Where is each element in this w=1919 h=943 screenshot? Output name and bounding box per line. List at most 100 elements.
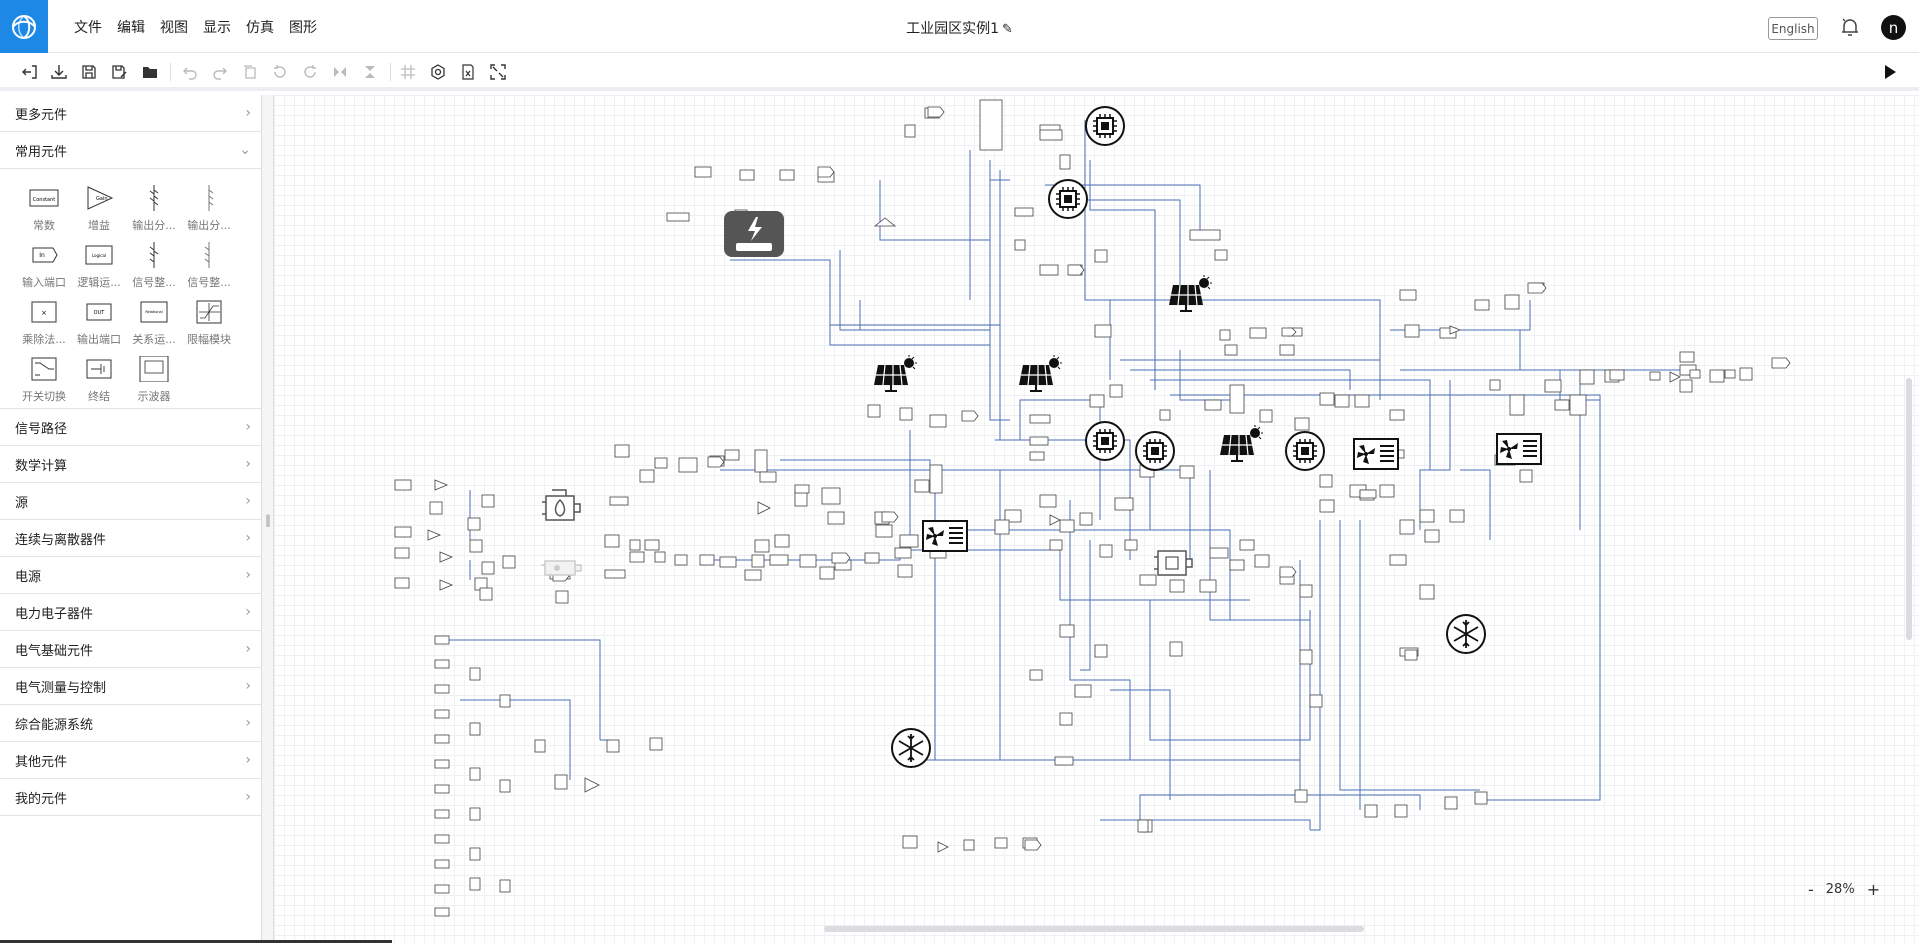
menu-display[interactable]: 显示 (203, 19, 231, 36)
category-label: 信号路径 (15, 421, 68, 437)
solar-panel-icon[interactable] (874, 355, 918, 393)
vertical-scrollbar[interactable] (1906, 378, 1912, 640)
fan-panel-icon[interactable] (922, 520, 968, 552)
horizontal-scrollbar[interactable] (824, 926, 1364, 932)
undo-icon[interactable] (180, 62, 200, 82)
palette-demux[interactable]: 输出分... (125, 181, 183, 236)
play-icon[interactable] (1880, 62, 1900, 82)
category-power-source[interactable]: 电源› (0, 557, 261, 594)
open-folder-icon[interactable] (140, 62, 160, 82)
palette-inport[interactable]: In 输入端口 (15, 238, 73, 293)
menu-file[interactable]: 文件 (74, 19, 102, 36)
palette-scope[interactable]: 示波器 (125, 352, 183, 407)
chip-icon[interactable] (1084, 420, 1126, 462)
category-label: 源 (15, 495, 29, 511)
chip-icon[interactable] (1084, 105, 1126, 147)
swirl-logo-icon[interactable] (0, 0, 48, 53)
model-diagram[interactable] (274, 95, 1919, 943)
palette-relational[interactable]: Relational 关系运... (125, 295, 183, 350)
category-integrated-energy[interactable]: 综合能源系统› (0, 705, 261, 742)
chip-icon[interactable] (1134, 430, 1176, 472)
category-my-components[interactable]: 我的元件› (0, 779, 261, 816)
category-math[interactable]: 数学计算› (0, 446, 261, 483)
category-electrical-basic[interactable]: 电气基础元件› (0, 631, 261, 668)
transformer-icon[interactable] (1152, 545, 1194, 581)
fullscreen-icon[interactable] (488, 62, 508, 82)
svg-text:Relational: Relational (145, 310, 162, 314)
terminator-block-icon (82, 356, 116, 382)
flip-vertical-icon[interactable] (360, 62, 380, 82)
zoom-in-button[interactable]: + (1866, 880, 1881, 899)
save-as-icon[interactable] (109, 62, 129, 82)
category-sources[interactable]: 源› (0, 483, 261, 520)
snowflake-icon[interactable] (890, 727, 932, 769)
common-components-palette: Constant 常数 Gain 增益 输出分... 输出分... In 输入端… (0, 169, 261, 409)
chip-icon[interactable] (1284, 430, 1326, 472)
pencil-icon[interactable]: ✎ (1002, 22, 1013, 37)
chevron-right-icon: › (245, 789, 251, 805)
category-more[interactable]: 更多元件 › (0, 95, 261, 132)
sidebar-splitter[interactable]: ‖ (262, 95, 274, 943)
exit-icon[interactable] (20, 62, 40, 82)
solar-panel-icon[interactable] (1169, 275, 1213, 313)
category-label: 电源 (15, 569, 42, 585)
fan-panel-icon[interactable] (1353, 438, 1399, 470)
palette-gain[interactable]: Gain 增益 (70, 181, 128, 236)
palette-outport[interactable]: OUT 输出端口 (70, 295, 128, 350)
grid-icon[interactable] (398, 62, 418, 82)
drag-handle-icon[interactable]: ‖ (265, 513, 271, 527)
palette-bus-creator[interactable]: 信号整... (180, 238, 238, 293)
main-menu: 文件 编辑 视图 显示 仿真 图形 (74, 0, 332, 53)
rotate-right-icon[interactable] (300, 62, 320, 82)
download-icon[interactable] (49, 62, 69, 82)
bell-icon[interactable] (1838, 15, 1862, 39)
category-label: 更多元件 (15, 107, 68, 123)
rotate-left-icon[interactable] (270, 62, 290, 82)
snowflake-icon[interactable] (1445, 613, 1487, 655)
palette-constant[interactable]: Constant 常数 (15, 181, 73, 236)
menu-view[interactable]: 视图 (160, 19, 188, 36)
flip-horizontal-icon[interactable] (330, 62, 350, 82)
fan-panel-icon[interactable] (1496, 433, 1542, 465)
category-continuous-discrete[interactable]: 连续与离散器件› (0, 520, 261, 557)
solar-panel-icon[interactable] (1220, 425, 1264, 463)
charger-icon[interactable] (722, 209, 792, 261)
chevron-right-icon: › (245, 752, 251, 768)
category-label: 电气测量与控制 (15, 680, 107, 696)
gas-engine-icon[interactable] (539, 557, 583, 579)
save-icon[interactable] (79, 62, 99, 82)
redo-icon[interactable] (210, 62, 230, 82)
palette-terminator[interactable]: 终结 (70, 352, 128, 407)
category-electrical-measurement[interactable]: 电气测量与控制› (0, 668, 261, 705)
mux-block-icon (137, 242, 171, 268)
settings-icon[interactable] (428, 62, 448, 82)
palette-label: 信号整... (132, 276, 176, 289)
solar-panel-icon[interactable] (1019, 355, 1063, 393)
diagram-canvas[interactable] (274, 95, 1919, 943)
category-power-electronics[interactable]: 电力电子器件› (0, 594, 261, 631)
language-button[interactable]: English (1768, 17, 1818, 40)
document-title[interactable]: 工业园区实例1 (906, 21, 999, 37)
menu-simulate[interactable]: 仿真 (246, 19, 274, 36)
category-label: 电气基础元件 (15, 643, 94, 659)
copy-icon[interactable] (240, 62, 260, 82)
palette-switch[interactable]: 开关切换 (15, 352, 73, 407)
formula-icon[interactable] (458, 62, 478, 82)
chip-icon[interactable] (1047, 178, 1089, 220)
palette-product[interactable]: × 乘除法... (15, 295, 73, 350)
zoom-out-button[interactable]: - (1808, 880, 1814, 899)
palette-label: 逻辑运... (77, 276, 121, 289)
avatar[interactable]: n (1881, 15, 1906, 40)
menu-edit[interactable]: 编辑 (117, 19, 145, 36)
category-other[interactable]: 其他元件› (0, 742, 261, 779)
category-common[interactable]: 常用元件 ⌄ (0, 132, 261, 169)
chevron-right-icon: › (245, 419, 251, 435)
gas-engine-icon[interactable] (538, 486, 584, 528)
palette-logical[interactable]: Logical 逻辑运... (70, 238, 128, 293)
palette-bus-selector[interactable]: 输出分... (180, 181, 238, 236)
palette-saturation[interactable]: 限幅模块 (180, 295, 238, 350)
document-title-area: 工业园区实例1✎ (0, 18, 1919, 38)
menu-graphics[interactable]: 图形 (289, 19, 317, 36)
category-signal-routing[interactable]: 信号路径 › (0, 409, 261, 446)
palette-mux[interactable]: 信号整... (125, 238, 183, 293)
